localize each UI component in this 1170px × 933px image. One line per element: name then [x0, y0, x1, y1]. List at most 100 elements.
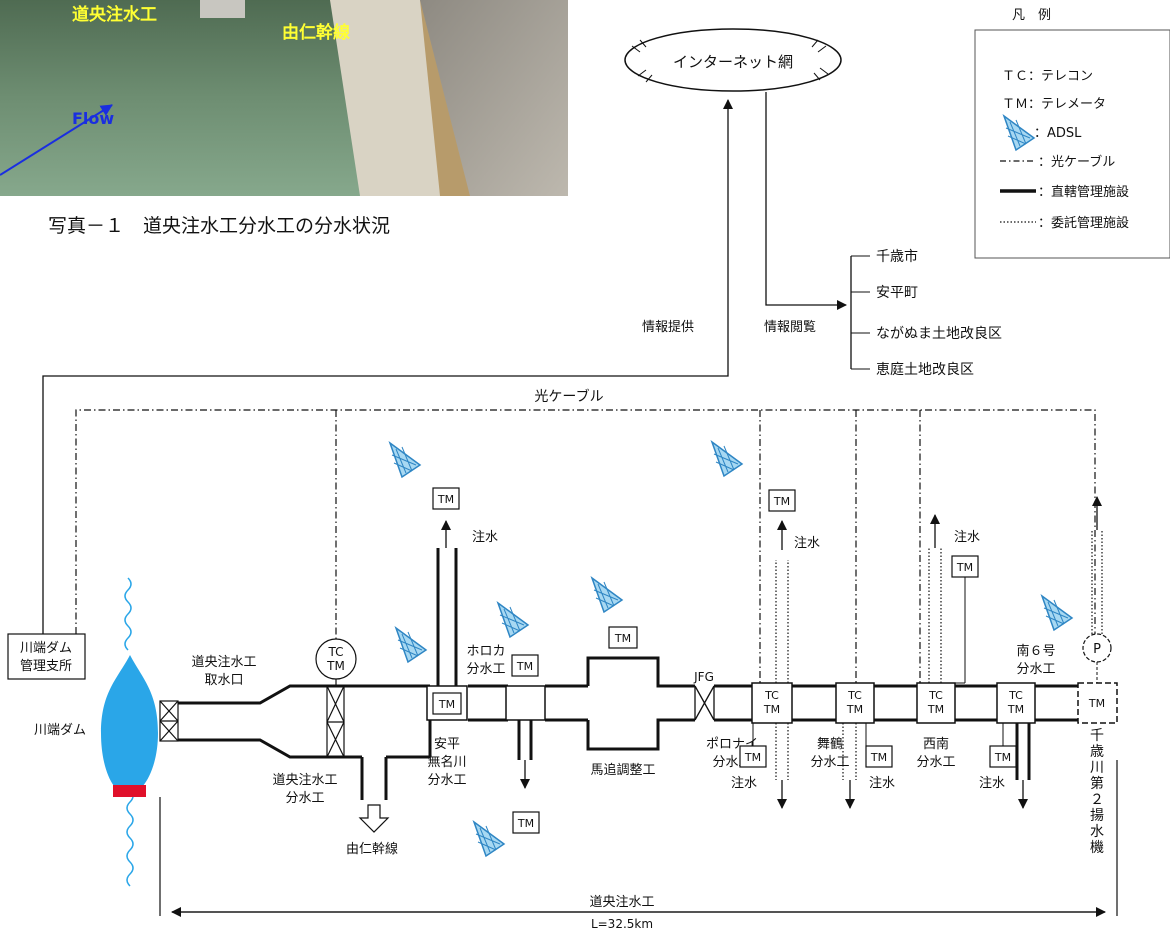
- photo-caption: 写真－１ 道央注水工分水工の分水状況: [48, 215, 390, 237]
- river-downstream: [126, 789, 134, 887]
- umaoi-label: 馬追調整工: [590, 762, 655, 778]
- intake-label-2: 取水口: [204, 673, 243, 688]
- tm-label: TM: [438, 698, 455, 711]
- tm-label: TM: [773, 495, 790, 508]
- minami6-label-1: 南６号: [1016, 643, 1055, 659]
- minami6-label-2: 分水工: [1016, 662, 1055, 677]
- photo-label-canal: 由仁幹線: [282, 22, 350, 43]
- dam-reservoir: [101, 655, 158, 795]
- site-photo: 道央注水工 由仁幹線 Flow: [0, 0, 568, 196]
- intake-label-1: 道央注水工: [191, 655, 256, 670]
- tm-label: TM: [956, 561, 973, 574]
- viewer-item: 恵庭土地改良区: [876, 361, 974, 378]
- tm-label: TM: [846, 703, 863, 716]
- flow-arrow: [0, 104, 113, 176]
- photo-label-flow: Flow: [72, 109, 114, 128]
- info-view-line: [765, 92, 847, 310]
- tc-label: TC: [1008, 689, 1023, 702]
- total-length: L=32.5km: [591, 917, 653, 931]
- jfg-valve: [694, 685, 715, 721]
- adsl-icon: [591, 577, 623, 613]
- jfg-label: JFG: [693, 670, 714, 684]
- horoka-structure: [505, 685, 546, 721]
- adsl-icon: [473, 821, 505, 857]
- horoka-branch: [517, 720, 533, 760]
- poronai-branch: [775, 560, 789, 780]
- legend-title: 凡 例: [1012, 8, 1051, 23]
- poronai-tctm: [751, 682, 793, 724]
- info-provide-line: [42, 99, 733, 634]
- viewer-item: 安平町: [876, 285, 918, 301]
- tm-label: TM: [437, 493, 454, 506]
- chitose-label: 千歳川第２揚水機: [1090, 728, 1104, 856]
- office-label-2: 管理支所: [20, 659, 72, 674]
- poronai-upper-tm: [768, 489, 796, 512]
- water-label: 注水: [731, 776, 757, 791]
- seinan-upper-tm: [951, 555, 979, 578]
- chitose-tm: [1077, 682, 1118, 724]
- seinan-label-1: 西南: [923, 736, 949, 752]
- douo-bunsui-gate: [326, 685, 345, 758]
- tm-label: TM: [517, 817, 534, 830]
- legend-entrust: ：委託管理施設: [1038, 215, 1129, 231]
- legend: 凡 例 ＴＣ：テレコン ＴＭ：テレメータ ：ADSL ：光ケーブル ：直轄管理施…: [974, 8, 1170, 259]
- maizuru-lower-tm: [865, 745, 893, 768]
- horoka-lower-tm: [512, 811, 540, 834]
- adsl-icon: [497, 602, 529, 638]
- water-label: 注水: [794, 536, 820, 551]
- tc-label: TC: [327, 645, 343, 659]
- adsl-icon: [395, 627, 427, 663]
- horoka-tm-box: [511, 654, 539, 677]
- dam-base: [113, 785, 146, 797]
- abira-branch: [436, 548, 458, 686]
- adsl-icon: [711, 441, 743, 477]
- maizuru-label-1: 舞鶴: [817, 736, 843, 752]
- seinan-branch: [928, 548, 942, 683]
- total-name: 道央注水工: [589, 895, 654, 910]
- info-provide-label: 情報提供: [642, 319, 694, 335]
- tm-label: TM: [1088, 697, 1105, 710]
- optical-cable: [75, 409, 1096, 684]
- tc-label: TC: [847, 689, 862, 702]
- intake-gate: [159, 700, 179, 742]
- minami6-branch: [1015, 723, 1031, 780]
- pump-label: P: [1093, 642, 1101, 657]
- seinan-label-2: 分水工: [916, 755, 955, 770]
- office-label-1: 川端ダム: [20, 641, 72, 656]
- tc-label: TC: [764, 689, 779, 702]
- yuni-outflow-arrow: [358, 804, 390, 833]
- maizuru-label-2: 分水工: [810, 755, 849, 770]
- chitose-branch: [1091, 530, 1103, 634]
- yuni-branch: [360, 757, 388, 800]
- adsl-icon: [389, 442, 421, 478]
- douo-bunsui-label-2: 分水工: [285, 791, 324, 806]
- tm-label: TM: [994, 751, 1011, 764]
- abira-label-3: 分水工: [427, 773, 466, 788]
- douo-bunsui-label-1: 道央注水工: [272, 773, 337, 788]
- water-label: 注水: [954, 530, 980, 545]
- water-label: 注水: [869, 776, 895, 791]
- legend-tc: ＴＣ：テレコン: [1002, 69, 1093, 84]
- dam-label: 川端ダム: [34, 723, 86, 738]
- internet-cloud: インターネット網: [624, 28, 842, 92]
- maizuru-branch: [842, 723, 857, 780]
- internet-label: インターネット網: [673, 53, 793, 71]
- optical-cable-label: 光ケーブル: [534, 388, 603, 405]
- tm-label: TM: [927, 703, 944, 716]
- abira-label-2: 無名川: [427, 754, 466, 770]
- tm-label: TM: [870, 751, 887, 764]
- legend-adsl-icon: [1003, 115, 1035, 151]
- abira-label-1: 安平: [434, 737, 460, 752]
- yuni-label: 由仁幹線: [346, 841, 398, 857]
- dam-office: [7, 633, 86, 680]
- abira-tm-box: [432, 692, 462, 715]
- viewer-item: 千歳市: [876, 248, 918, 265]
- umaoi-tm-box: [608, 626, 638, 649]
- abira-upper-tm: [432, 487, 460, 510]
- tm-label: TM: [326, 659, 345, 673]
- legend-direct: ：直轄管理施設: [1038, 184, 1129, 200]
- info-view-label: 情報閲覧: [764, 319, 816, 335]
- horoka-label-2: 分水工: [466, 662, 505, 677]
- tc-label: TC: [928, 689, 943, 702]
